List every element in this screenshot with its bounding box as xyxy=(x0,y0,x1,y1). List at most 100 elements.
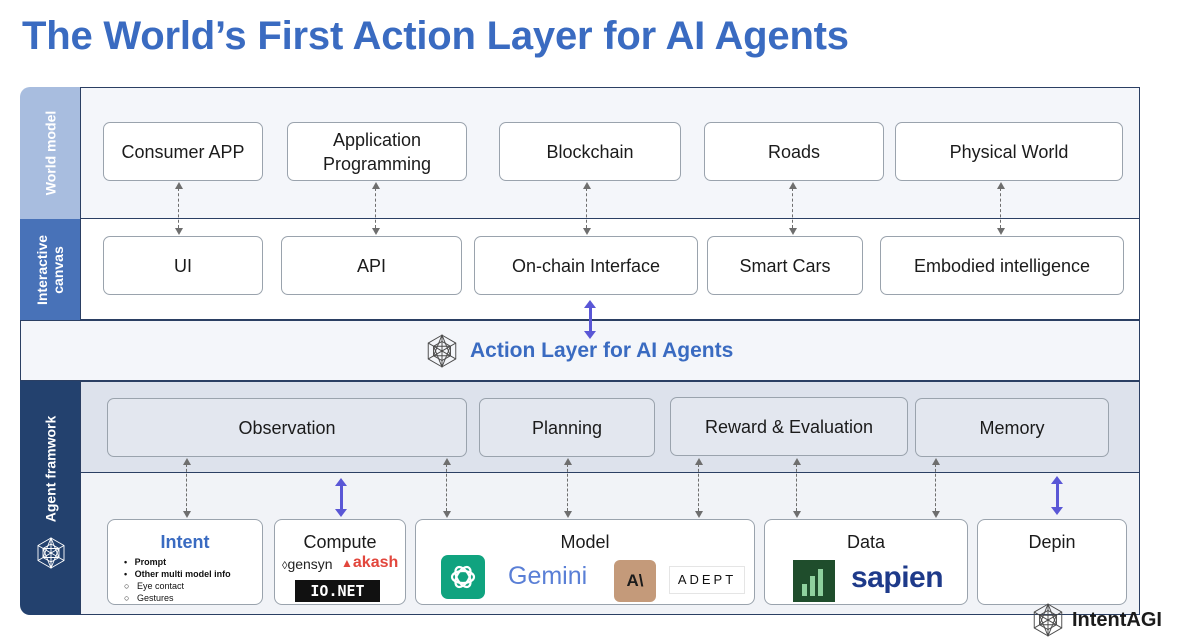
gensyn-logo: ◊gensyn xyxy=(282,556,333,572)
onchain-interface-box: On-chain Interface xyxy=(474,236,698,295)
connector-arrowhead xyxy=(932,458,940,465)
planning-box: Planning xyxy=(479,398,655,457)
gemini-logo-text: Gemini xyxy=(508,562,588,590)
connector-memory-data xyxy=(935,464,936,511)
connector-reward-model xyxy=(698,464,699,511)
side-label-canvas-line1: Interactive xyxy=(34,234,51,305)
side-label-interactive-canvas: Interactive canvas xyxy=(20,219,80,320)
connector-arrowhead xyxy=(443,511,451,518)
intentagi-logo-icon xyxy=(37,536,65,570)
intent-bullet-multimodel: Other multi model info xyxy=(134,569,231,579)
intentagi-brand-icon xyxy=(1033,602,1063,638)
brand-name: IntentAGI xyxy=(1072,609,1162,631)
connector-arrowhead xyxy=(997,182,1005,189)
connector-arrowhead xyxy=(564,511,572,518)
observation-label: Observation xyxy=(238,417,336,438)
connector-roads-smartcars xyxy=(792,188,793,228)
side-label-world-model-text: World model xyxy=(42,110,58,196)
depin-box: Depin xyxy=(977,519,1127,605)
connector-blockchain-onchain xyxy=(586,188,587,228)
connector-planning-model xyxy=(567,464,568,511)
model-title: Model xyxy=(560,532,610,552)
planning-label: Planning xyxy=(531,417,603,438)
depin-arrow xyxy=(1056,483,1059,508)
side-label-agent-framework-text: Agent framwork xyxy=(42,415,59,523)
depin-title: Depin xyxy=(1028,532,1076,552)
adept-logo: ADEPT xyxy=(669,566,745,594)
consumer-app-label: Consumer APP xyxy=(121,141,245,162)
connector-arrowhead xyxy=(175,182,183,189)
page-title: The World’s First Action Layer for AI Ag… xyxy=(22,14,849,58)
application-programming-box: Application Programming xyxy=(287,122,467,181)
connector-arrowhead xyxy=(372,228,380,235)
connector-arrowhead xyxy=(183,458,191,465)
connector-arrowhead xyxy=(793,458,801,465)
roads-label: Roads xyxy=(767,141,821,162)
smart-cars-box: Smart Cars xyxy=(707,236,863,295)
connector-arrowhead xyxy=(564,458,572,465)
intent-sub-bullet-gestures: Gestures xyxy=(136,593,174,603)
reward-evaluation-box: Reward & Evaluation xyxy=(670,397,908,456)
consumer-app-box: Consumer APP xyxy=(103,122,263,181)
intent-sub-bullet-eye: Eye contact xyxy=(136,581,184,591)
intent-sub-bullet: ○ Eye contact xyxy=(124,581,184,591)
embodied-intelligence-box: Embodied intelligence xyxy=(880,236,1124,295)
depin-arrow-head-down xyxy=(1051,507,1063,515)
physical-world-box: Physical World xyxy=(895,122,1123,181)
connector-arrowhead xyxy=(583,228,591,235)
onchain-interface-label: On-chain Interface xyxy=(511,255,661,276)
connector-arrowhead xyxy=(695,458,703,465)
connector-arrowhead xyxy=(789,228,797,235)
sapien-logo: sapien xyxy=(851,561,944,595)
ionet-logo: IO.NET xyxy=(295,580,380,602)
data-chart-logo-icon xyxy=(793,560,835,602)
intent-bullets: • Prompt • Other multi model info ○ Eye … xyxy=(124,556,231,604)
intent-title: Intent xyxy=(160,532,210,552)
connector-observation-model xyxy=(446,464,447,511)
side-label-agent-framework: Agent framwork xyxy=(20,381,80,615)
action-layer-label: Action Layer for AI Agents xyxy=(470,339,734,362)
physical-world-label: Physical World xyxy=(949,141,1069,162)
reward-evaluation-label: Reward & Evaluation xyxy=(704,416,874,437)
ui-box: UI xyxy=(103,236,263,295)
data-box: Data sapien xyxy=(764,519,968,605)
roads-box: Roads xyxy=(704,122,884,181)
smart-cars-label: Smart Cars xyxy=(739,255,831,276)
compute-title: Compute xyxy=(303,532,377,552)
action-arrow-canvas xyxy=(589,307,592,332)
compute-arrow xyxy=(340,485,343,510)
connector-reward-data xyxy=(796,464,797,511)
model-box: Model Gemini A\ ADEPT xyxy=(415,519,755,605)
compute-box: Compute ◊gensyn ▲akash IO.NET xyxy=(274,519,406,605)
action-layer-logo-icon xyxy=(427,333,457,369)
intent-bullet-prompt: Prompt xyxy=(134,557,167,567)
connector-application-api xyxy=(375,188,376,228)
memory-label: Memory xyxy=(979,417,1045,438)
gensyn-logo-text: gensyn xyxy=(287,556,333,572)
blockchain-label: Blockchain xyxy=(546,141,634,162)
ui-label: UI xyxy=(174,255,192,276)
connector-physical-embodied xyxy=(1000,188,1001,228)
data-title: Data xyxy=(846,532,886,552)
intent-sub-bullet: ○ Gestures xyxy=(124,593,174,603)
compute-arrow-head-up xyxy=(335,478,347,486)
connector-arrowhead xyxy=(793,511,801,518)
action-layer-band xyxy=(20,320,1140,381)
ionet-logo-text: IO.NET xyxy=(310,582,365,600)
connector-arrowhead xyxy=(583,182,591,189)
connector-arrowhead xyxy=(372,182,380,189)
connector-arrowhead xyxy=(175,228,183,235)
blockchain-box: Blockchain xyxy=(499,122,681,181)
akash-logo-icon: ▲ xyxy=(341,556,353,570)
memory-box: Memory xyxy=(915,398,1109,457)
api-box: API xyxy=(281,236,462,295)
connector-arrowhead xyxy=(997,228,1005,235)
side-label-interactive-canvas-text: Interactive canvas xyxy=(34,234,66,304)
connector-arrowhead xyxy=(932,511,940,518)
connector-consumer-ui xyxy=(178,188,179,228)
akash-logo-text: akash xyxy=(352,554,399,571)
embodied-intelligence-label: Embodied intelligence xyxy=(913,255,1091,276)
sapien-logo-text: sapien xyxy=(851,561,944,594)
application-programming-label-line2: Programming xyxy=(322,153,432,174)
connector-arrowhead xyxy=(695,511,703,518)
